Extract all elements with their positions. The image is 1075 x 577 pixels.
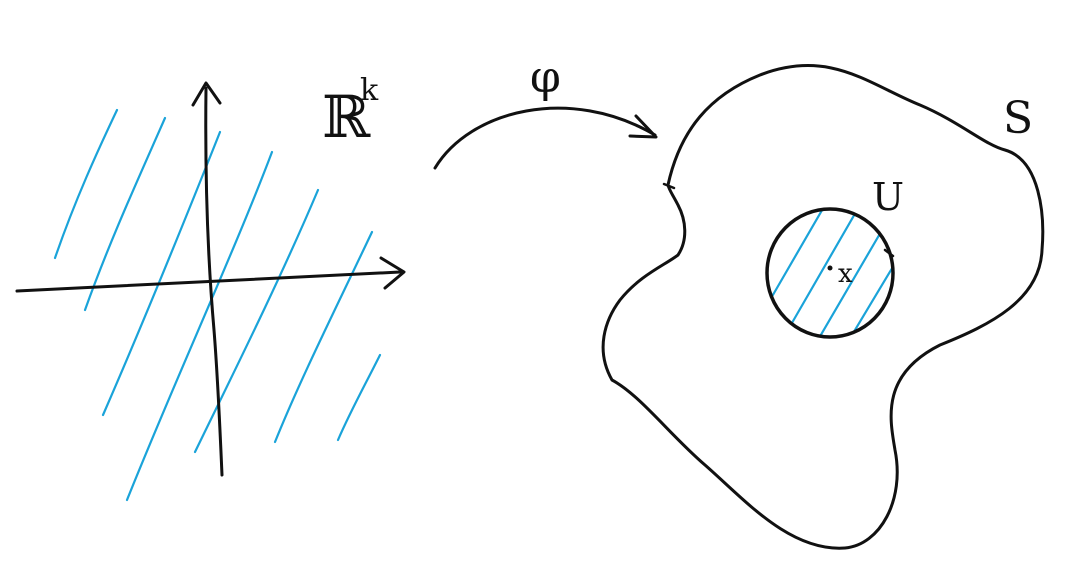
point-label: x (838, 259, 853, 289)
hatch-line (53, 108, 119, 260)
neighborhood-label: U (872, 175, 904, 219)
neighborhood-tick (883, 248, 895, 258)
hatch-line (125, 150, 274, 502)
manifold-outline (601, 64, 1045, 550)
hatch-line (101, 130, 222, 417)
rk-hatching (53, 108, 382, 502)
point-dot (827, 265, 833, 271)
manifold-outline-tick (662, 182, 676, 190)
hatch-line (783, 209, 862, 337)
manifold-label: S (1003, 93, 1033, 144)
rk-label-base: ℝ (322, 83, 371, 151)
map-arrow (433, 106, 658, 170)
hatch-line (83, 116, 167, 312)
hatch-line (838, 253, 893, 337)
hatch-line (768, 209, 827, 302)
y-axis-arrowhead (191, 81, 222, 107)
map-arrow-curve (433, 106, 657, 170)
x-axis-arrowhead (379, 256, 406, 290)
map-label: φ (530, 52, 561, 103)
hatch-line (193, 188, 320, 454)
x-axis (15, 270, 402, 293)
hatch-line (813, 223, 887, 337)
hatch-line (336, 353, 382, 442)
neighborhood-hatching (768, 209, 893, 337)
rk-label: ℝ k (322, 73, 379, 151)
y-axis (204, 86, 224, 477)
rk-label-exponent: k (360, 73, 379, 108)
map-arrowhead (628, 114, 658, 139)
rk-axes (15, 81, 406, 477)
neighborhood-outline (765, 207, 895, 339)
hatch-line (273, 230, 374, 444)
